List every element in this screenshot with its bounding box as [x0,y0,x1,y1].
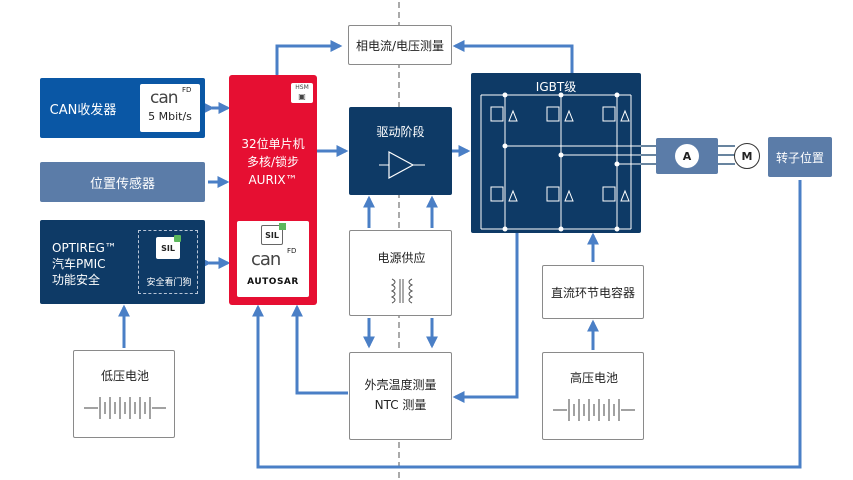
housing-temp-block: 外壳温度测量 NTC 测量 [349,352,452,440]
mcu-can-sup: FD [287,247,297,255]
mcu-can-logo: can [251,249,281,270]
hv-battery-icon [553,399,635,421]
hsm-badge: HSM ▣ [291,83,313,103]
mcu-line3: AURIX™ [248,173,298,187]
lv-battery-label: 低压电池 [100,369,149,383]
mcu-block: HSM ▣ 32位单片机 多核/锁步 AURIX™ SIL can FD AUT… [229,75,317,305]
igbt-stage-block: IGBT级 [471,73,641,233]
hv-battery-label: 高压电池 [569,371,618,385]
mcu-phase-arrow [271,40,343,84]
optireg-line3: 功能安全 [52,273,101,287]
watchdog-label: 安全看门狗 [146,278,192,288]
can-logo-sup: FD [182,86,192,94]
sil-icon: SIL [156,237,180,259]
mcu-line1: 32位单片机 [241,137,305,151]
can-transceiver-block: CAN收发器 can FD 5 Mbit/s [40,78,205,138]
can-speed: 5 Mbit/s [148,110,192,123]
igbt-phase-arrow [452,40,574,73]
optireg-text: OPTIREG™ 汽车PMIC 功能安全 [52,240,117,288]
car-icon: ▣ [298,92,306,101]
igbt-temp-arrow [452,233,519,403]
can-logo: can [150,88,179,108]
optireg-block: OPTIREG™ 汽车PMIC 功能安全 SIL 安全看门狗 [40,220,205,304]
lv-battery-block: 低压电池 [73,350,175,438]
housing-temp-line1: 外壳温度测量 [364,378,437,392]
ammeter-icon: A [675,144,699,168]
optireg-line2: 汽车PMIC [52,257,106,271]
ammeter-box: A [656,138,718,174]
mcu-text: 32位单片机 多核/锁步 AURIX™ [235,135,311,189]
mcu-logo-panel: SIL can FD AUTOSAR [237,221,309,297]
driver-stage-block: 驱动阶段 [349,107,452,195]
amplifier-icon [379,150,425,180]
power-supply-block: 电源供应 [349,230,452,316]
motor-icon: M [734,143,760,169]
igbt-label: IGBT级 [535,80,577,94]
can-fd-badge: can FD 5 Mbit/s [140,84,200,132]
watchdog-badge: SIL 安全看门狗 [138,230,198,294]
can-transceiver-label: CAN收发器 [49,102,117,118]
dc-link-capacitor-block: 直流环节电容器 [542,265,644,319]
optireg-line1: OPTIREG™ [52,241,117,255]
mcu-sil-icon: SIL [261,225,283,245]
position-sensor-block: 位置传感器 [40,162,205,202]
driver-stage-label: 驱动阶段 [376,125,425,139]
rotor-position-block: 转子位置 [768,137,832,177]
mcu-sil-green-icon [279,223,286,230]
power-supply-label: 电源供应 [377,251,426,265]
lv-battery-icon [84,397,166,419]
phase-current-block: 相电流/电压测量 [348,25,452,65]
mcu-line2: 多核/锁步 [246,155,300,169]
transformer-icon [390,278,414,304]
hv-battery-block: 高压电池 [542,352,644,440]
rotor-mcu-arrow [252,180,802,469]
autosar-logo: AUTOSAR [247,277,299,287]
igbt-bridge-icon [480,92,641,232]
sil-green-dot-icon [174,235,181,242]
housing-temp-line2: NTC 测量 [374,398,427,412]
hsm-label: HSM [295,84,309,91]
temp-mcu-arrow [291,304,348,395]
